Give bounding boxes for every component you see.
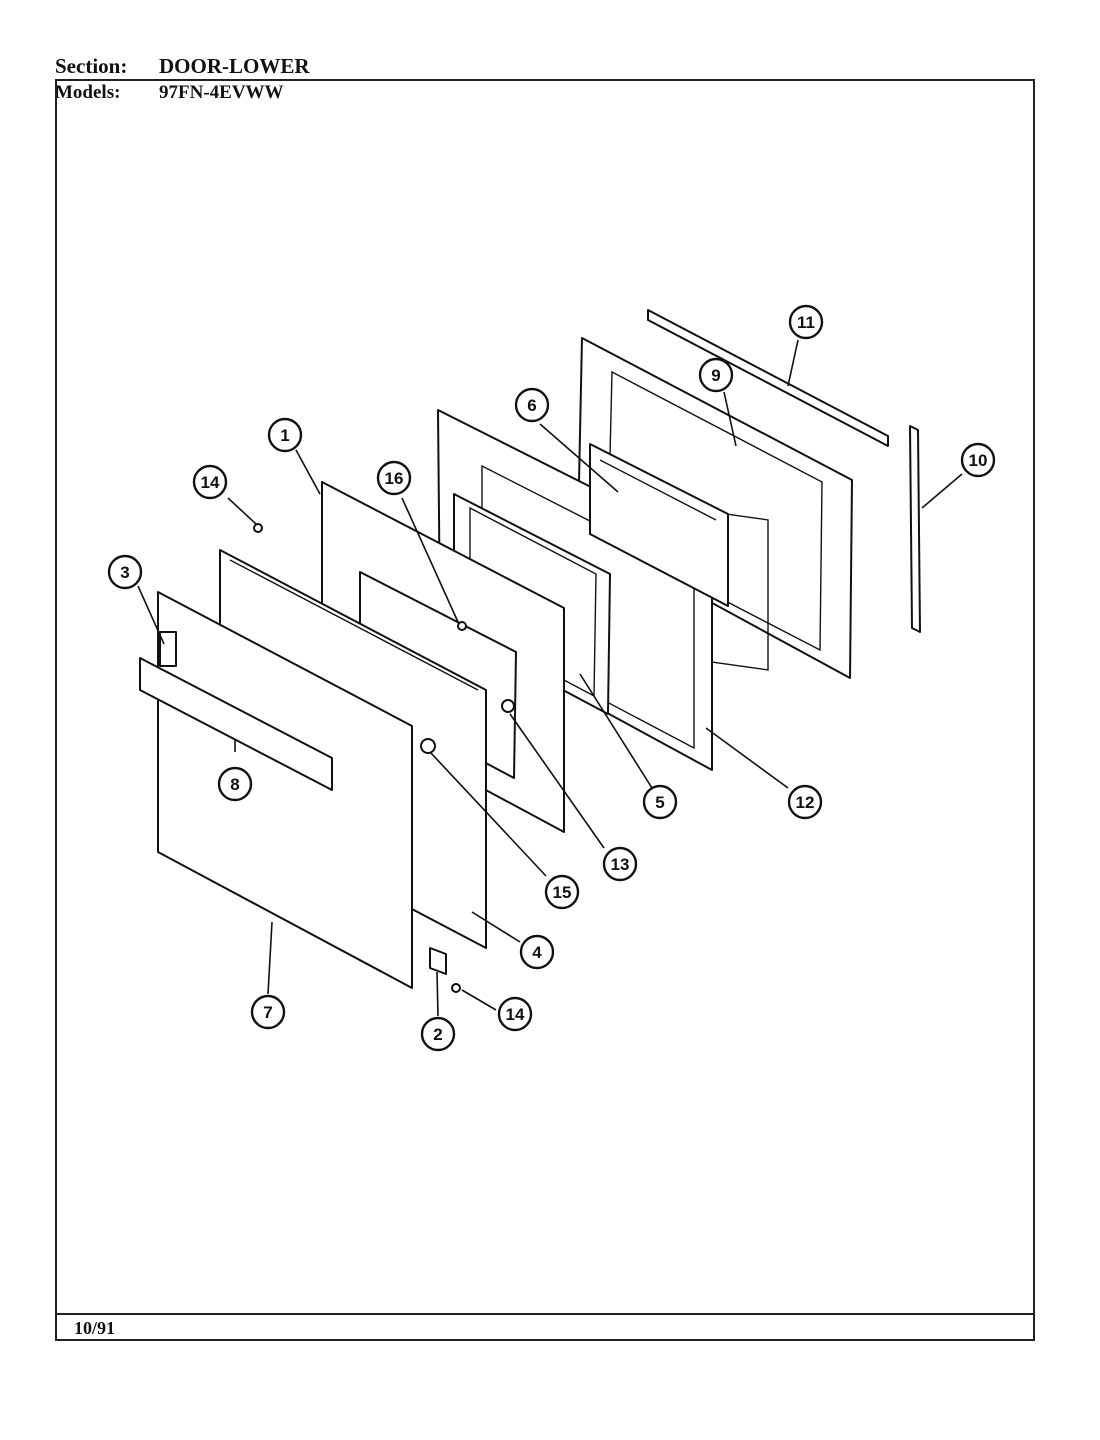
glass-pane xyxy=(589,443,729,607)
callout-14-bottom: 14 xyxy=(497,996,533,1032)
callout-11-label: 11 xyxy=(797,313,815,332)
callout-2-label: 2 xyxy=(433,1025,442,1044)
door-front xyxy=(157,591,413,989)
callout-13: 13 xyxy=(602,846,638,882)
callout-10: 10 xyxy=(960,442,996,478)
fastener-16 xyxy=(457,621,467,631)
callout-3-label: 3 xyxy=(120,563,129,582)
hinge xyxy=(429,947,447,975)
callout-5: 5 xyxy=(642,784,678,820)
stud-13 xyxy=(501,699,515,713)
callout-11: 11 xyxy=(788,304,824,340)
callout-15-label: 15 xyxy=(553,883,572,902)
callout-12-label: 12 xyxy=(796,793,815,812)
callout-4: 4 xyxy=(519,934,555,970)
section-value: DOOR-LOWER xyxy=(159,54,310,78)
callout-14-bottom-label: 14 xyxy=(506,1005,525,1024)
leader-lines xyxy=(137,339,963,1017)
side-channel xyxy=(909,425,921,633)
callout-15: 15 xyxy=(544,874,580,910)
callout-3: 3 xyxy=(107,554,143,590)
callout-14-top-label: 14 xyxy=(201,473,220,492)
callout-16-label: 16 xyxy=(385,469,404,488)
screw-14-top xyxy=(253,523,263,533)
models-value: 97FN-4EVWW xyxy=(159,82,284,103)
callout-8: 8 xyxy=(217,766,253,802)
diagram-frame xyxy=(55,79,1035,1341)
models-label: Models: xyxy=(55,82,121,103)
handle xyxy=(139,657,333,791)
callout-6: 6 xyxy=(514,387,550,423)
footer-divider xyxy=(55,1313,1035,1315)
callout-4-label: 4 xyxy=(532,943,542,962)
screw-14-bottom xyxy=(451,983,461,993)
callout-8-label: 8 xyxy=(230,775,239,794)
latch-bracket xyxy=(159,631,177,667)
models-header: Models: 97FN-4EVWW xyxy=(55,82,284,104)
callout-7: 7 xyxy=(250,994,286,1030)
callout-5-label: 5 xyxy=(655,793,664,812)
washer-15 xyxy=(420,738,436,754)
callout-6-label: 6 xyxy=(527,396,536,415)
callout-16: 16 xyxy=(376,460,412,496)
callout-7-label: 7 xyxy=(263,1003,272,1022)
section-header: Section: DOOR-LOWER xyxy=(55,55,310,77)
callout-13-label: 13 xyxy=(611,855,630,874)
revision-date: 10/91 xyxy=(74,1318,116,1338)
section-label: Section: xyxy=(55,54,128,78)
callout-1: 1 xyxy=(267,417,303,453)
callout-1-label: 1 xyxy=(280,426,289,445)
callout-12: 12 xyxy=(787,784,823,820)
callout-10-label: 10 xyxy=(969,451,988,470)
callout-9: 9 xyxy=(698,357,734,393)
callout-14-top: 14 xyxy=(192,464,228,500)
callout-9-label: 9 xyxy=(711,366,720,385)
top-channel xyxy=(647,309,889,447)
callout-2: 2 xyxy=(420,1016,456,1052)
